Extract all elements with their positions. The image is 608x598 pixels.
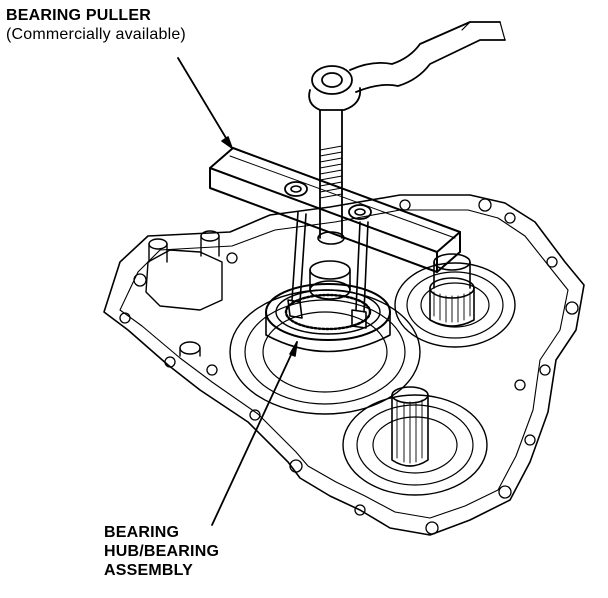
puller-crossbar [210, 148, 460, 272]
puller-legs [288, 212, 368, 328]
hub-bearing-line-3: ASSEMBLY [104, 562, 194, 579]
right-lower-gear [343, 387, 487, 495]
bearing-puller-label: BEARING PULLER (Commercially available) [6, 6, 186, 44]
housing-bolts [120, 199, 578, 534]
puller-title: BEARING PULLER [6, 7, 152, 24]
leader-line-bearing [212, 342, 297, 525]
leader-arrow-puller [222, 137, 232, 148]
left-bracket [146, 231, 222, 356]
hub-bearing-label: BEARING HUB/BEARING ASSEMBLY [104, 523, 219, 580]
hub-bearing-line-1: BEARING [104, 524, 180, 541]
center-gear-assembly [230, 261, 420, 414]
puller-screw [318, 110, 344, 244]
wrench [309, 22, 505, 110]
housing-inner-rim [120, 210, 568, 518]
hub-bearing-line-2: HUB/BEARING [104, 543, 220, 560]
right-upper-gear [395, 254, 515, 347]
transmission-housing [104, 195, 584, 535]
leader-arrow-bearing [290, 342, 297, 356]
leader-line-puller [178, 58, 232, 148]
puller-note: (Commercially available) [6, 26, 186, 43]
